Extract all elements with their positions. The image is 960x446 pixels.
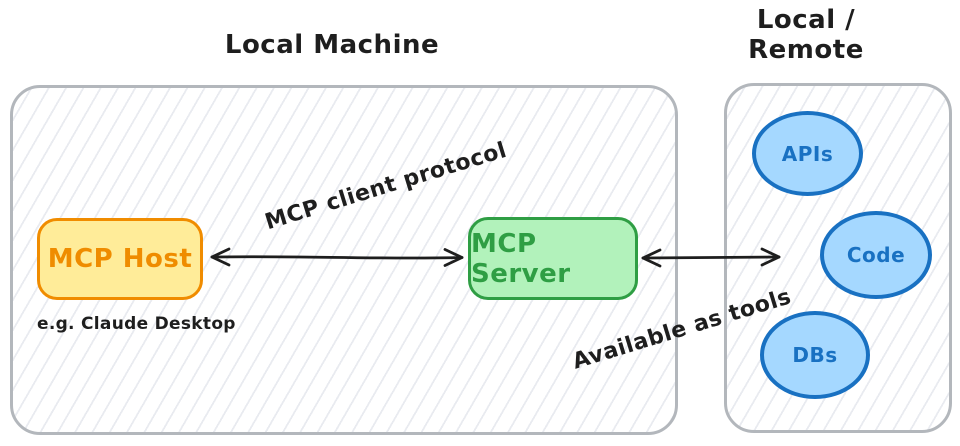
mcp-host-label: MCP Host: [47, 244, 193, 274]
mcp-server-label: MCP Server: [471, 228, 571, 289]
node-apis: APIs: [752, 111, 863, 196]
node-code: Code: [820, 211, 932, 299]
node-apis-label: APIs: [781, 141, 834, 166]
local-remote-title: Local / Remote: [748, 5, 864, 65]
node-code-label: Code: [846, 243, 906, 267]
mcp-host-node: MCP Host: [37, 218, 203, 300]
local-machine-title: Local Machine: [224, 30, 440, 60]
node-dbs: DBs: [760, 311, 870, 399]
mcp-server-node: MCP Server: [468, 217, 638, 300]
mcp-host-caption: e.g. Claude Desktop: [37, 314, 236, 334]
node-dbs-label: DBs: [792, 343, 838, 367]
